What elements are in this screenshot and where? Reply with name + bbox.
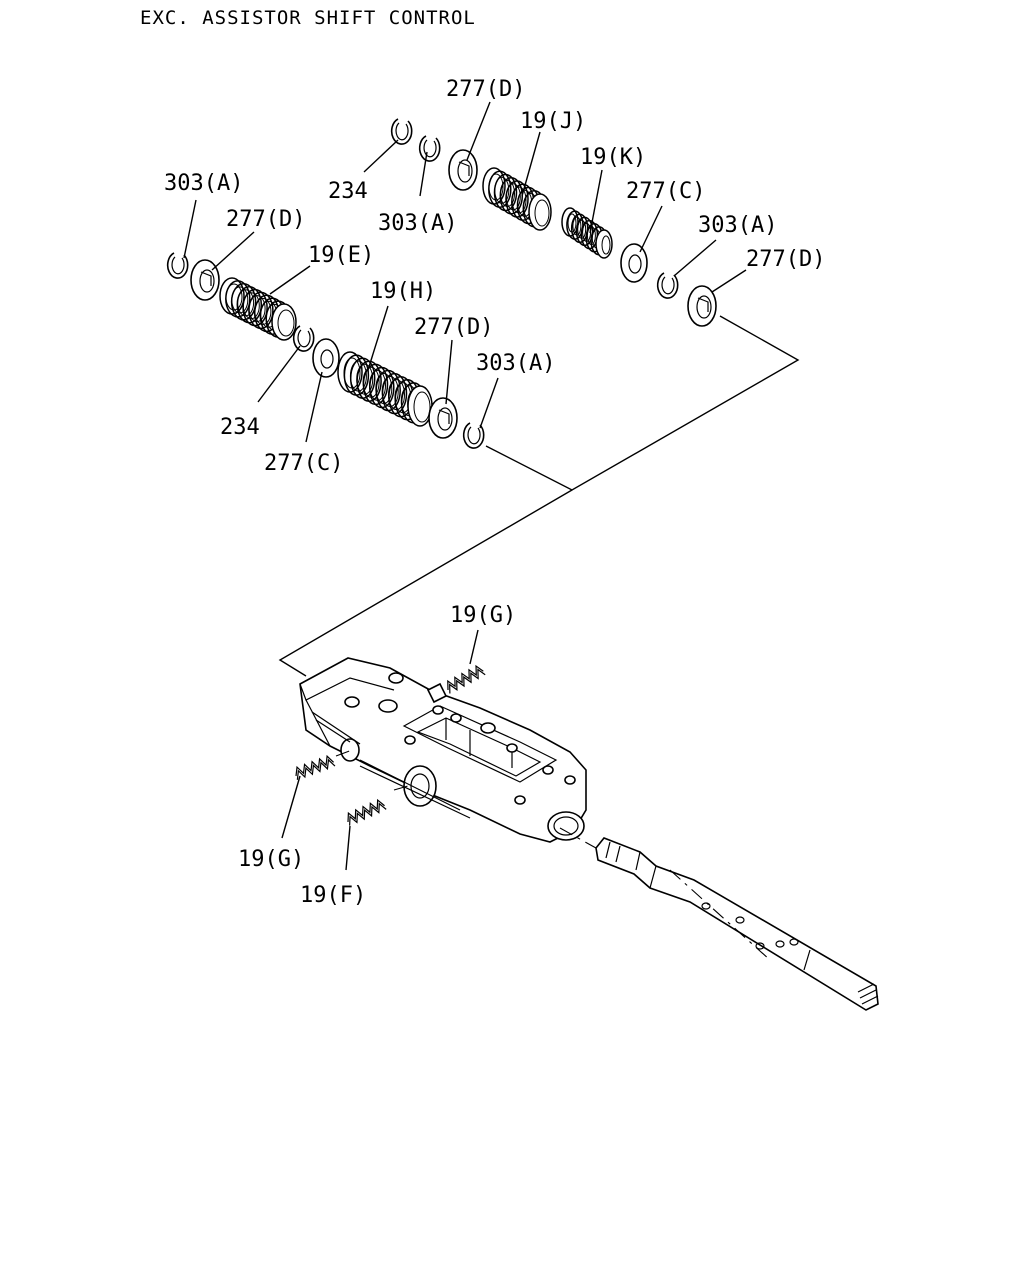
page-title: EXC. ASSISTOR SHIFT CONTROL <box>140 7 476 29</box>
label-19e: 19(E) <box>308 243 374 268</box>
label-277d-left: 277(D) <box>226 207 305 232</box>
label-19f: 19(F) <box>300 883 366 908</box>
label-277d-top: 277(D) <box>446 77 525 102</box>
retainer-277d-lower <box>428 397 458 439</box>
spring-19f <box>344 797 387 827</box>
label-19j: 19(J) <box>520 109 586 134</box>
spring-19h <box>337 351 433 427</box>
label-234-lower: 234 <box>220 415 260 440</box>
label-19k: 19(K) <box>580 145 646 170</box>
label-303a-mid: 303(A) <box>378 211 457 236</box>
snap-ring-303a-upper <box>418 135 441 162</box>
leader-lines <box>183 101 747 871</box>
label-19h: 19(H) <box>370 279 436 304</box>
spring-19g-top <box>443 663 486 695</box>
label-277d-right: 277(D) <box>746 247 825 272</box>
washer-277c-upper <box>620 243 648 283</box>
retainer-277d-upper <box>448 149 478 191</box>
label-303a-left: 303(A) <box>164 171 243 196</box>
label-303a-lower: 303(A) <box>476 351 555 376</box>
washer-277c-lower <box>312 338 340 378</box>
retainer-277d-left <box>190 259 220 301</box>
snap-ring-303a-right <box>656 272 679 299</box>
label-19g-left: 19(G) <box>238 847 304 872</box>
label-277d-lower: 277(D) <box>414 315 493 340</box>
label-234-top: 234 <box>328 179 368 204</box>
shift-shaft <box>559 827 879 1011</box>
snap-ring-234-lower <box>292 325 315 352</box>
retainer-277d-right <box>687 285 717 327</box>
shift-control-housing <box>299 657 587 843</box>
spring-19j <box>482 167 552 231</box>
label-19g-top: 19(G) <box>450 603 516 628</box>
label-277c-right: 277(C) <box>626 179 705 204</box>
label-303a-right: 303(A) <box>698 213 777 238</box>
callout-labels: 277(D) 19(J) 19(K) 303(A) 234 277(D) 303… <box>164 77 825 908</box>
spring-19k <box>561 207 613 259</box>
snap-ring-234-upper <box>390 118 413 145</box>
spring-19e <box>219 277 297 341</box>
label-277c-lower: 277(C) <box>264 451 343 476</box>
assembly-connector <box>278 315 800 677</box>
